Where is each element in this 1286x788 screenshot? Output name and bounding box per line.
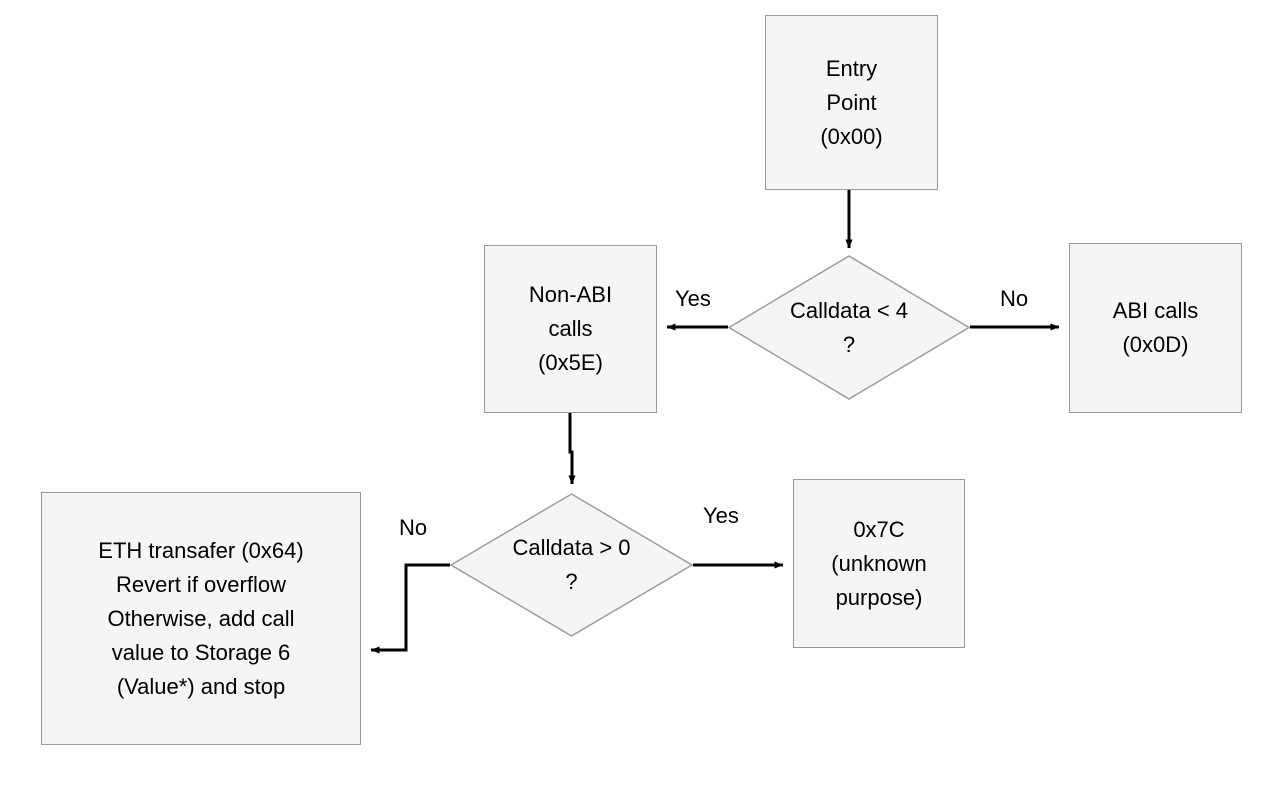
edge-label-calldata-gt-0-no: No <box>399 515 428 540</box>
edge-label-calldata-lt-4-yes: Yes <box>675 286 711 311</box>
node-calldata-lt-4-label: Calldata < 4 ? <box>789 297 909 357</box>
node-unknown-purpose[interactable]: 0x7C (unknown purpose) <box>793 479 965 648</box>
node-non-abi-calls[interactable]: Non-ABI calls (0x5E) <box>484 245 657 413</box>
node-entry-point-label: Entry Point (0x00) <box>820 55 883 149</box>
node-calldata-gt-0-label: Calldata > 0 ? <box>512 535 631 594</box>
node-calldata-gt-0[interactable]: Calldata > 0 ? <box>450 493 693 637</box>
node-abi-calls-label: ABI calls (0x0D) <box>1112 298 1199 357</box>
node-entry-point[interactable]: Entry Point (0x00) <box>765 15 938 190</box>
diamond-shape <box>450 493 693 637</box>
edge-calldata-gt-0-no <box>370 563 450 654</box>
node-eth-transfer-label: ETH transafer (0x64) Revert if overflow … <box>98 537 304 699</box>
edge-label-calldata-gt-0-yes: Yes <box>703 503 739 528</box>
node-unknown-purpose-label: 0x7C (unknown purpose) <box>831 516 927 610</box>
diamond-shape <box>728 255 970 400</box>
edge-label-calldata-lt-4-no: No <box>1000 286 1029 311</box>
node-non-abi-calls-label: Non-ABI calls (0x5E) <box>528 282 613 375</box>
node-abi-calls[interactable]: ABI calls (0x0D) <box>1069 243 1242 413</box>
node-calldata-lt-4[interactable]: Calldata < 4 ? <box>728 255 970 400</box>
edge-non-abi-to-calldata-gt-0 <box>568 413 576 485</box>
node-eth-transfer[interactable]: ETH transafer (0x64) Revert if overflow … <box>41 492 361 745</box>
